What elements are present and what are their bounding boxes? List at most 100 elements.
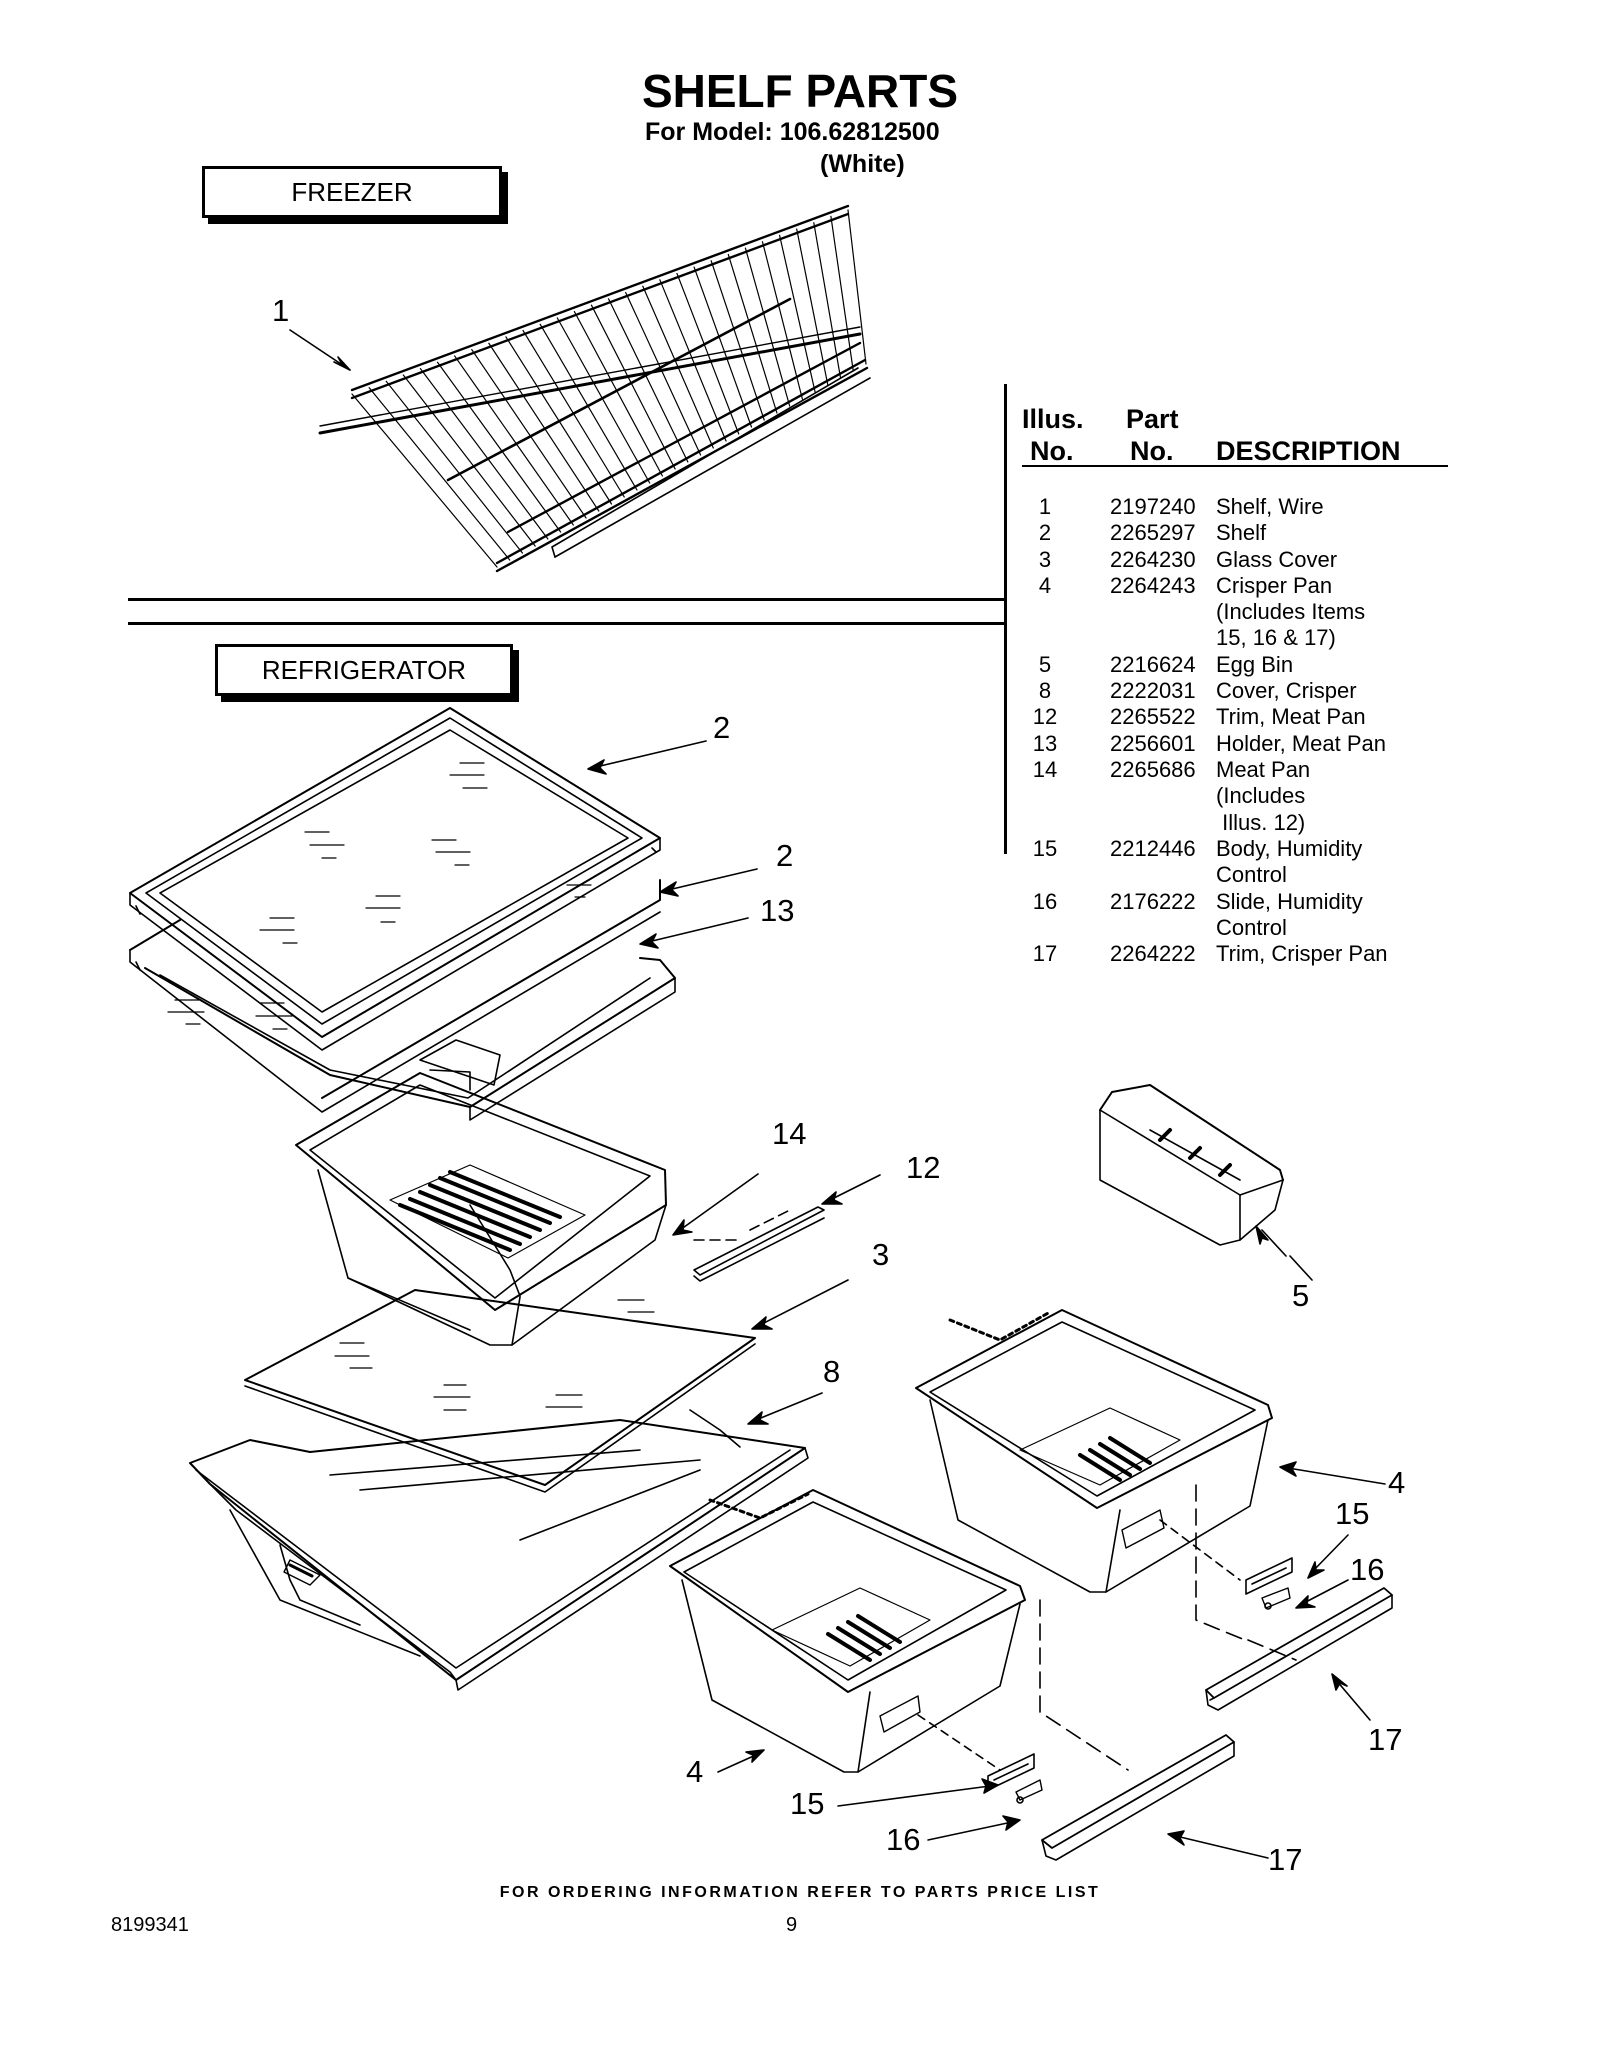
part-header-line2: No. <box>1130 436 1174 466</box>
part-description: Meat Pan <box>1216 757 1311 782</box>
callout-12: 12 <box>906 1150 941 1185</box>
section-divider-lower <box>128 622 1004 625</box>
callout-2-lower: 2 <box>776 838 794 873</box>
shelf-wire-rod <box>368 387 511 561</box>
shelf-wire-rod <box>813 222 842 379</box>
shelf-wire-rod <box>590 304 676 470</box>
callout-8: 8 <box>823 1354 841 1389</box>
callout-3: 3 <box>872 1237 890 1272</box>
callout-17-right: 17 <box>1368 1722 1403 1757</box>
callout-16-right: 16 <box>1350 1552 1385 1587</box>
document-number: 8199341 <box>111 1914 189 1936</box>
shelf-wire-rod <box>488 342 600 512</box>
part-number: 2256601 <box>1110 730 1196 756</box>
part-description: Illus. 12) <box>1216 809 1306 835</box>
part-description: Shelf, Wire <box>1216 494 1324 519</box>
page-number: 9 <box>786 1914 798 1936</box>
page-title: SHELF PARTS <box>641 65 959 117</box>
refrigerator-section-label: REFRIGERATOR <box>215 644 513 696</box>
illus-number: 16 <box>1032 888 1058 914</box>
part-number: 2216624 <box>1110 651 1196 677</box>
part-description: Egg Bin <box>1216 651 1294 677</box>
crisper-cover-drawing <box>189 1409 809 1691</box>
part-description: Trim, Crisper Pan <box>1216 941 1388 967</box>
glass-shelf-lower-drawing <box>129 879 661 1113</box>
shelf-wire-rod <box>796 228 829 386</box>
callout-4-left: 4 <box>686 1754 704 1789</box>
glass-shelf-upper-drawing <box>129 707 661 1051</box>
callout-1: 1 <box>272 293 290 328</box>
meat-pan-holder-drawing <box>144 957 676 1121</box>
section-divider-upper <box>128 598 1004 601</box>
part-number: 2265686 <box>1110 757 1196 782</box>
shelf-wire-rod <box>830 215 854 372</box>
trim-crisper-left-drawing <box>1041 1734 1235 1861</box>
shelf-wire-rod <box>454 355 574 526</box>
glass-cover-drawing <box>244 1289 756 1493</box>
part-description: (Includes <box>1216 783 1306 809</box>
illus-number: 12 <box>1032 704 1058 730</box>
shelf-wire-rod <box>539 323 638 491</box>
table-header-rule <box>1022 465 1448 467</box>
part-number: 2264230 <box>1110 546 1196 572</box>
part-description: Body, Humidity <box>1216 835 1363 861</box>
part-number: 2264243 <box>1110 572 1196 598</box>
part-number: 2222031 <box>1110 678 1196 704</box>
shelf-wire-rod <box>659 279 727 442</box>
illus-number: 5 <box>1038 651 1052 677</box>
callout-17-left: 17 <box>1268 1842 1303 1877</box>
part-description: Crisper Pan <box>1216 572 1333 598</box>
shelf-wire-rod <box>727 253 778 414</box>
shelf-wire-rod <box>693 266 753 428</box>
part-description: 15, 16 & 17) <box>1216 625 1336 651</box>
shelf-wire-rod <box>573 310 664 477</box>
callout-5: 5 <box>1292 1278 1310 1313</box>
shelf-wire-rod <box>522 329 625 498</box>
callout-16-left: 16 <box>886 1822 921 1857</box>
illus-header-line1: Illus. <box>1022 404 1084 434</box>
part-description: Shelf <box>1216 520 1267 546</box>
illus-number: 14 <box>1032 757 1058 782</box>
shelf-wire-rod <box>402 374 536 547</box>
trim-meat-pan-drawing <box>693 1206 825 1282</box>
callout-leaders <box>289 329 1386 1859</box>
illus-number: 17 <box>1032 941 1058 967</box>
illus-number: 8 <box>1038 678 1052 704</box>
crisper-pan-right-drawing <box>915 1309 1297 1661</box>
shelf-wire-rod <box>744 247 791 407</box>
description-header: DESCRIPTION <box>1216 436 1401 466</box>
meat-pan-drawing <box>295 1072 667 1346</box>
illus-header-line2: No. <box>1030 436 1074 466</box>
part-description: Glass Cover <box>1216 546 1338 572</box>
illus-number: 15 <box>1032 835 1058 861</box>
part-description: Control <box>1216 914 1287 940</box>
illus-number: 13 <box>1032 730 1058 756</box>
parts-table-row: 14 2265686 Meat Pan(Includes Illus. 12) <box>1010 757 1460 836</box>
egg-bin-drawing <box>1099 1084 1284 1246</box>
table-vertical-rule <box>1004 384 1007 854</box>
shelf-wire-rod <box>847 209 867 365</box>
callout-14: 14 <box>772 1116 807 1151</box>
part-description: (Includes Items <box>1216 599 1366 625</box>
shelf-wire-rod <box>351 393 498 568</box>
color-line: (White) <box>820 150 905 178</box>
shelf-wire-rod <box>676 272 740 435</box>
shelf-wire-rod <box>419 368 549 540</box>
shelf-wire-rod <box>436 361 562 533</box>
part-number: 2197240 <box>1110 494 1196 519</box>
model-line: For Model: 106.62812500 <box>645 118 940 146</box>
callout-2-upper: 2 <box>713 710 731 745</box>
shelf-wire-rod <box>385 380 524 554</box>
trim-crisper-right-drawing <box>1205 1587 1393 1711</box>
illus-number: 1 <box>1038 494 1052 519</box>
shelf-wire-rod <box>607 298 689 463</box>
shelf-wire-rod <box>761 241 803 400</box>
